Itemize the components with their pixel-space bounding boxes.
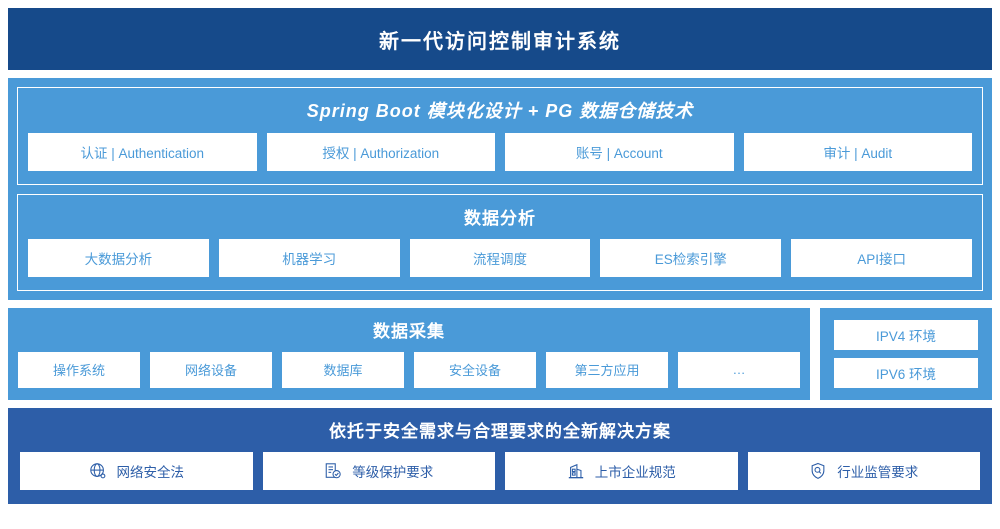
compliance-label: 上市企业规范 bbox=[594, 464, 676, 480]
analysis-item-big-data[interactable]: 大数据分析 bbox=[28, 239, 209, 277]
collect-item-more[interactable]: … bbox=[678, 351, 800, 388]
compliance-label: 等级保护要求 bbox=[352, 464, 434, 480]
spring-item-account[interactable]: 账号 | Account bbox=[505, 133, 734, 171]
data-analysis-title: 数据分析 bbox=[464, 209, 536, 228]
data-analysis-subpanel: 数据分析 大数据分析 机器学习 流程调度 ES检索引擎 API接口 bbox=[17, 194, 983, 291]
collect-item-third-party-app[interactable]: 第三方应用 bbox=[546, 351, 668, 388]
collect-item-network-device[interactable]: 网络设备 bbox=[150, 351, 272, 388]
spring-boot-subpanel: Spring Boot 模块化设计 + PG 数据仓储技术 认证 | Authe… bbox=[17, 87, 983, 185]
collection-row: 数据采集 操作系统 网络设备 数据库 安全设备 第三方应用 … IPV4 环境 … bbox=[8, 308, 992, 400]
spring-item-authorization[interactable]: 授权 | Authorization bbox=[266, 133, 495, 171]
data-collection-title: 数据采集 bbox=[373, 321, 445, 341]
header-bar: 新一代访问控制审计系统 bbox=[8, 8, 992, 70]
data-collection-item-row: 操作系统 网络设备 数据库 安全设备 第三方应用 … bbox=[18, 351, 800, 388]
building-icon bbox=[567, 462, 585, 480]
compliance-label: 行业监管要求 bbox=[837, 464, 919, 480]
document-check-icon bbox=[324, 462, 342, 480]
environment-panel: IPV4 环境 IPV6 环境 bbox=[820, 308, 992, 400]
spring-boot-title: Spring Boot 模块化设计 + PG 数据仓储技术 bbox=[306, 101, 694, 121]
collect-item-os[interactable]: 操作系统 bbox=[18, 351, 140, 388]
compliance-item-listed-enterprise[interactable]: 上市企业规范 bbox=[505, 451, 738, 490]
page-title: 新一代访问控制审计系统 bbox=[379, 30, 621, 53]
compliance-item-row: 网络安全法 等级保护要求 bbox=[20, 451, 980, 490]
analysis-item-process-scheduling[interactable]: 流程调度 bbox=[409, 239, 591, 277]
analysis-item-machine-learning[interactable]: 机器学习 bbox=[218, 239, 400, 277]
analysis-item-es-search[interactable]: ES检索引擎 bbox=[600, 239, 782, 277]
globe-icon bbox=[89, 462, 107, 480]
compliance-title: 依托于安全需求与合理要求的全新解决方案 bbox=[329, 421, 671, 441]
collect-item-security-device[interactable]: 安全设备 bbox=[414, 351, 536, 388]
env-item-ipv6[interactable]: IPV6 环境 bbox=[834, 358, 978, 388]
data-analysis-item-row: 大数据分析 机器学习 流程调度 ES检索引擎 API接口 bbox=[28, 239, 972, 277]
compliance-item-industry-regulation[interactable]: 行业监管要求 bbox=[747, 451, 980, 490]
data-collection-panel: 数据采集 操作系统 网络设备 数据库 安全设备 第三方应用 … bbox=[8, 308, 810, 400]
compliance-item-cybersecurity-law[interactable]: 网络安全法 bbox=[20, 451, 253, 490]
compliance-label: 网络安全法 bbox=[116, 464, 185, 480]
spring-boot-item-row: 认证 | Authentication 授权 | Authorization 账… bbox=[28, 133, 972, 171]
compliance-item-graded-protection[interactable]: 等级保护要求 bbox=[262, 451, 495, 490]
collect-item-database[interactable]: 数据库 bbox=[282, 351, 404, 388]
analysis-item-api[interactable]: API接口 bbox=[791, 239, 972, 277]
compliance-panel: 依托于安全需求与合理要求的全新解决方案 网络安全法 bbox=[8, 408, 992, 504]
platform-panel: Spring Boot 模块化设计 + PG 数据仓储技术 认证 | Authe… bbox=[8, 78, 992, 300]
env-item-ipv4[interactable]: IPV4 环境 bbox=[834, 320, 978, 350]
shield-search-icon bbox=[809, 462, 827, 480]
spring-item-authentication[interactable]: 认证 | Authentication bbox=[28, 133, 257, 171]
spring-item-audit[interactable]: 审计 | Audit bbox=[743, 133, 972, 171]
